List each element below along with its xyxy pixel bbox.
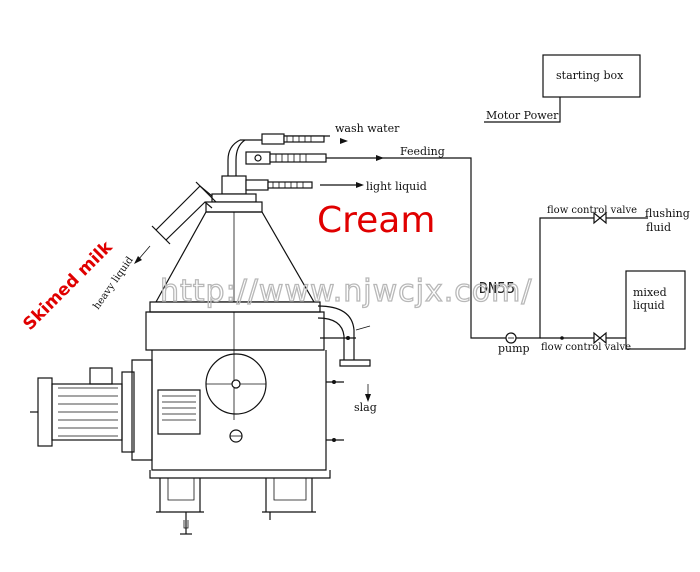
mixed-liquid-tank: mixed liquid xyxy=(625,270,686,350)
motor-power-label: Motor Power xyxy=(486,109,559,122)
slag-arrow-icon xyxy=(365,394,371,402)
light-liquid-arrow-icon xyxy=(356,182,364,188)
flow-control-valve-top-icon xyxy=(593,211,607,225)
mixed-label: mixed xyxy=(633,286,667,299)
flow-control-valve-top-label: flow control valve xyxy=(547,205,637,216)
heavy-liquid-arrow-icon xyxy=(134,256,142,264)
fluid-label: fluid xyxy=(646,221,671,234)
pump-label: pump xyxy=(498,342,530,355)
feeding-arrow-icon xyxy=(376,155,384,161)
feeding-inlet-fitting xyxy=(245,151,327,165)
starting-box-label: starting box xyxy=(556,69,624,82)
feeding-label: Feeding xyxy=(400,145,445,158)
pump: pump xyxy=(498,332,530,355)
motor-power-line: Motor Power xyxy=(484,97,561,123)
slag-label: slag xyxy=(354,401,377,414)
website-watermark: http://www.njwcjx.com/ xyxy=(160,274,532,309)
feeding-pipe: Feeding xyxy=(326,145,506,339)
drive-motor xyxy=(30,367,135,453)
light-liquid-outlet: light liquid xyxy=(205,175,427,213)
dn55-label: DN55 xyxy=(479,279,515,297)
flow-control-valve-bottom-icon xyxy=(593,331,607,345)
cream-annotation: Cream xyxy=(317,200,435,241)
wash-water-arrow-icon xyxy=(340,138,348,144)
separator-main-frame xyxy=(131,350,344,535)
nameplate xyxy=(157,389,201,435)
starting-box: starting box xyxy=(542,54,641,98)
flow-control-valve-bottom-label: flow control valve xyxy=(541,342,631,353)
wash-water-label: wash water xyxy=(335,122,400,135)
flushing-label: flushing xyxy=(645,207,690,220)
skimed-milk-annotation: Skimed milk xyxy=(19,237,117,335)
separator-bowl-cover xyxy=(145,211,325,420)
liquid-label: liquid xyxy=(633,299,665,312)
wash-water-inlet: wash water xyxy=(227,122,400,176)
light-liquid-label: light liquid xyxy=(366,180,427,193)
slag-outlet-pipe: slag xyxy=(317,305,377,414)
flush-and-mix-lines: flow control valve flushing fluid flow c… xyxy=(516,205,690,353)
